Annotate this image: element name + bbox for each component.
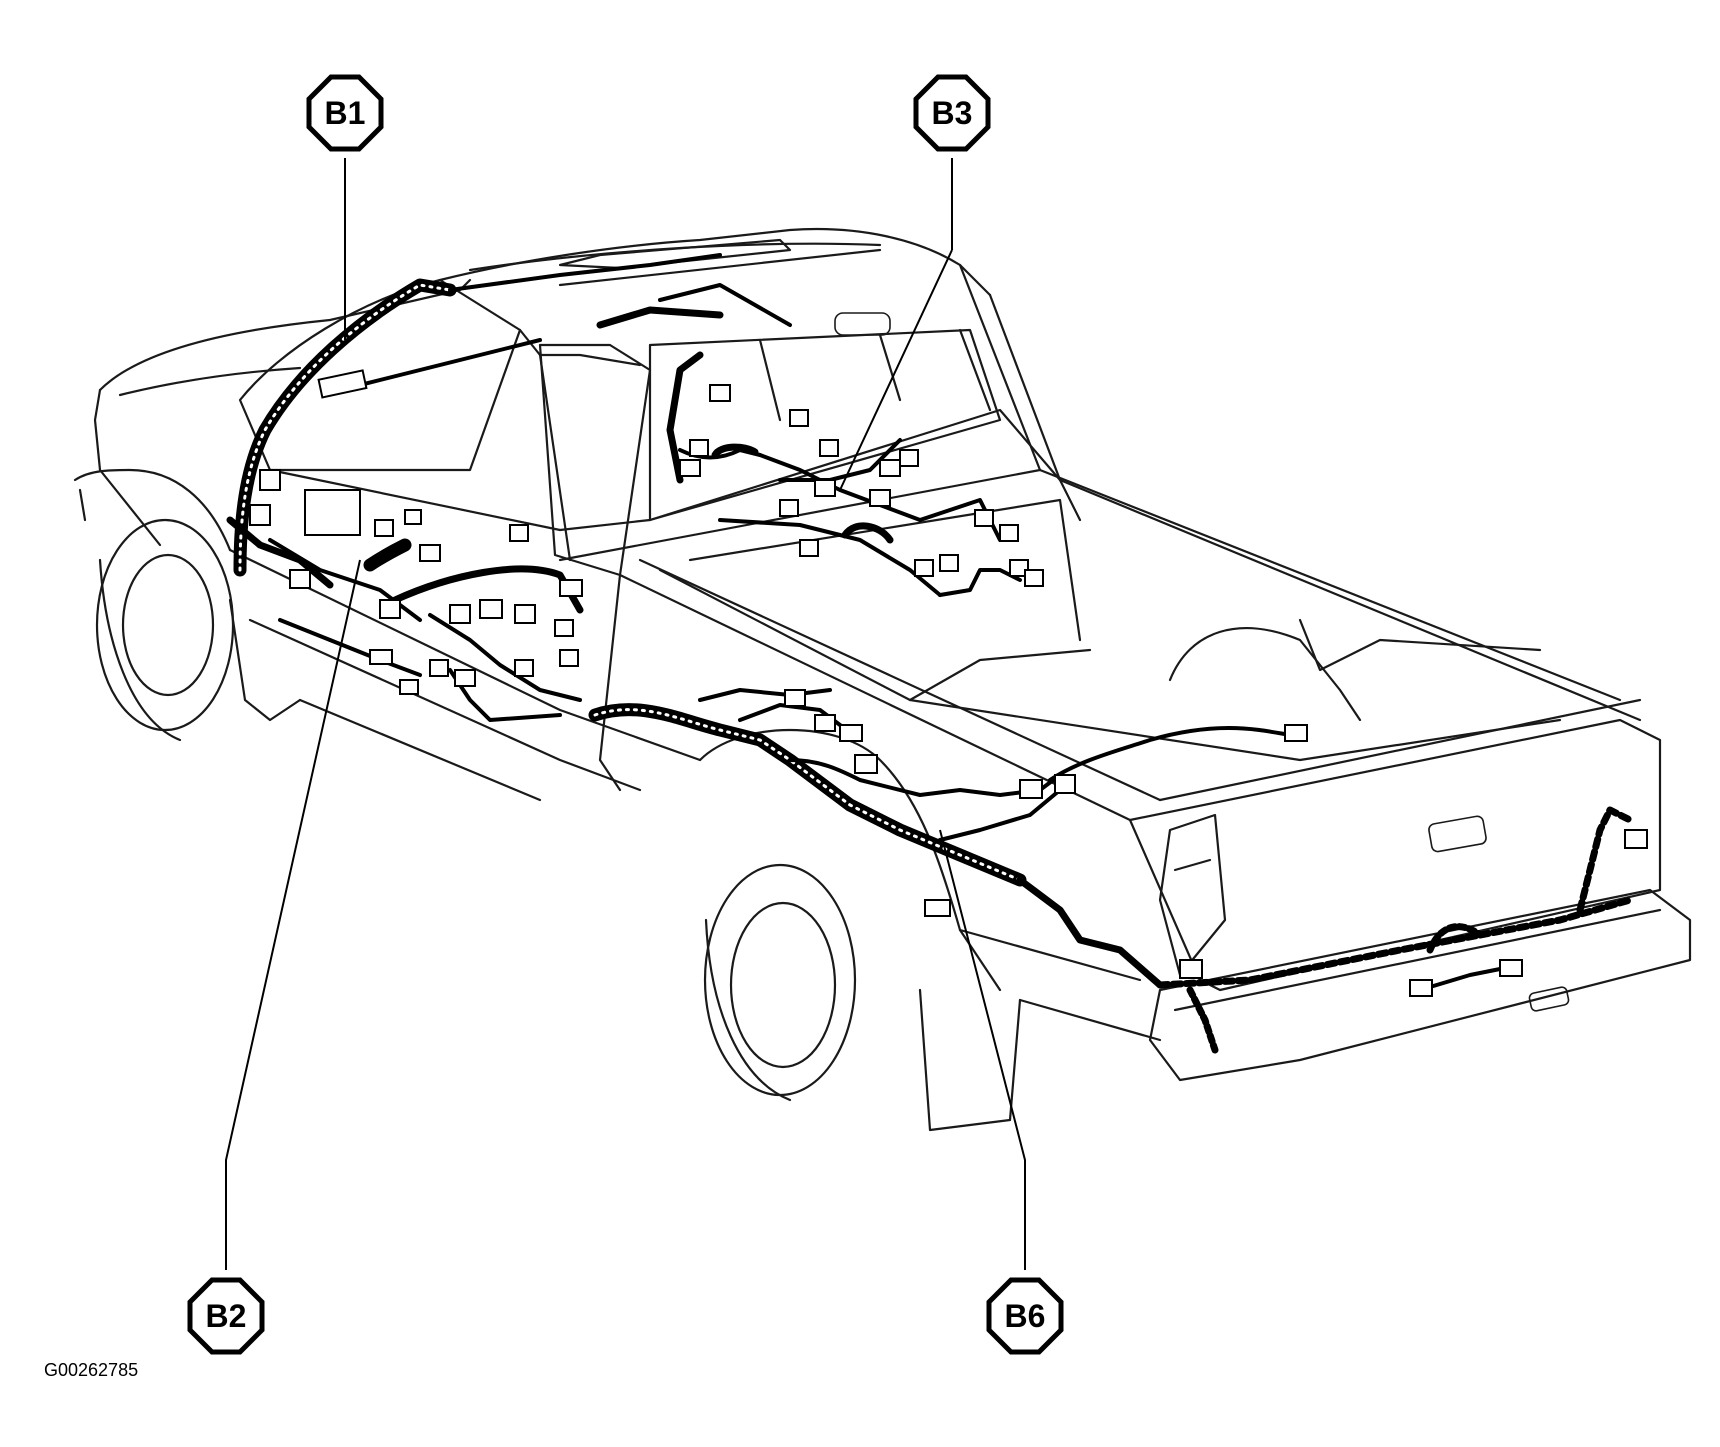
callout-b1-label: B1 (325, 95, 366, 131)
callout-b3[interactable]: B3 (913, 74, 991, 152)
leader-b3-diag (839, 249, 953, 491)
callout-b2-label: B2 (206, 1298, 247, 1334)
leader-b6 (939, 829, 1026, 1270)
callout-leaders (225, 158, 1026, 1270)
truck-body (73, 227, 1692, 1132)
callout-b3-label: B3 (932, 95, 973, 131)
callout-b1[interactable]: B1 (306, 74, 384, 152)
figure-id: G00262785 (44, 1360, 139, 1380)
wiring-harness (226, 253, 1648, 1054)
callout-b6-label: B6 (1005, 1298, 1046, 1334)
callout-b6[interactable]: B6 (986, 1277, 1064, 1355)
callout-b2[interactable]: B2 (187, 1277, 265, 1355)
leader-b2 (225, 559, 361, 1270)
